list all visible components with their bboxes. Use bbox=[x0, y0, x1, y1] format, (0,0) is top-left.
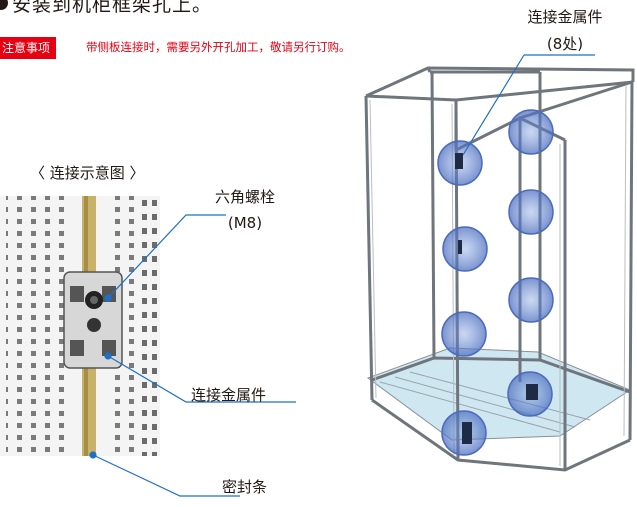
notice-tag: 注意事项 bbox=[0, 37, 57, 59]
detail-photo bbox=[0, 196, 160, 456]
diagram-title: 〈 连接示意图 〉 bbox=[30, 164, 145, 182]
detail-leader-lines bbox=[89, 214, 296, 497]
highlight-circle bbox=[508, 109, 554, 155]
callout-bracket-detail: 连接金属件 bbox=[191, 386, 267, 404]
heading-text: 安装到机柜框架孔上。 bbox=[12, 0, 213, 16]
heading-line: 安装到机柜框架孔上。 bbox=[0, 0, 212, 17]
callout-bolt-title: 六角螺栓 bbox=[214, 188, 275, 206]
connection-highlights bbox=[437, 109, 554, 456]
highlight-circle bbox=[442, 226, 488, 272]
callout-bolt-size: (M8) bbox=[227, 214, 263, 232]
leader-line-top bbox=[462, 54, 525, 156]
highlight-circle bbox=[441, 311, 487, 357]
callout-bracket-top-title: 连接金属件 bbox=[527, 8, 603, 26]
cabinet-frame bbox=[364, 66, 635, 472]
callout-bracket-top-count: (8处) bbox=[546, 35, 584, 53]
notice-text: 带侧板连接时，需要另外开孔加工，敬请另行订购。 bbox=[86, 40, 351, 54]
bullet-icon bbox=[0, 0, 8, 10]
callout-seal-strip: 密封条 bbox=[222, 478, 268, 496]
highlight-circle bbox=[508, 277, 554, 323]
highlight-circle bbox=[508, 189, 554, 235]
